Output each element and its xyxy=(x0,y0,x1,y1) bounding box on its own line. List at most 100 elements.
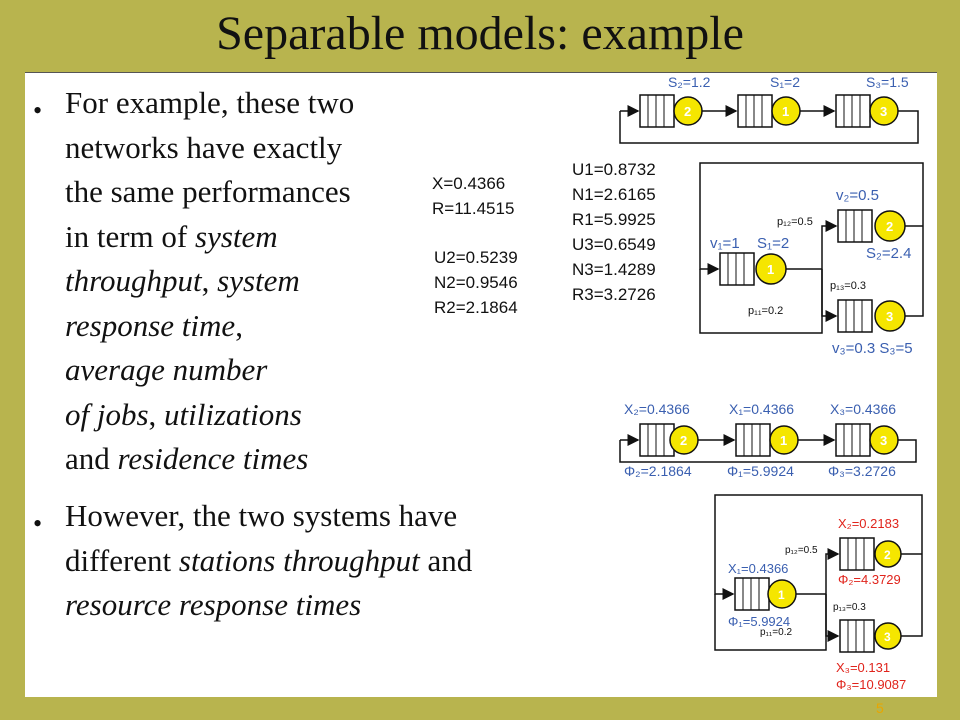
queue-icon xyxy=(839,619,875,653)
bullet1-line8: of jobs, utilizations xyxy=(65,393,302,438)
x3-label: X₃=0.131 xyxy=(836,660,890,675)
queue-icon xyxy=(837,209,873,243)
s1-label: S₁=2 xyxy=(757,235,789,252)
text-span: residence times xyxy=(117,441,309,476)
stat-r3: R3=3.2726 xyxy=(572,285,656,304)
stat-r2: R2=2.1864 xyxy=(434,298,518,317)
bullet1-line6: response time, xyxy=(65,304,243,349)
stat-r1: R1=5.9925 xyxy=(572,210,656,229)
p12-label: p₁₂=0.5 xyxy=(777,216,813,228)
text-span: stations throughput xyxy=(178,542,420,578)
text-span: system xyxy=(217,263,300,298)
stat-u3: U3=0.6549 xyxy=(572,235,656,254)
text-span: in term of xyxy=(65,218,195,254)
x2-label: X₂=0.2183 xyxy=(838,516,899,531)
v2-label: v₂=0.5 xyxy=(836,187,879,204)
bullet1-line4: in term of system xyxy=(65,215,278,260)
text-span: , xyxy=(148,396,165,432)
bullet1-line7: average number xyxy=(65,352,268,387)
queue-icon xyxy=(719,252,755,286)
bullet2-line2: different stations throughput and xyxy=(65,539,472,584)
x1-label: X₁=0.4366 xyxy=(729,401,794,417)
node-label: 3 xyxy=(880,104,887,119)
v1-label: v₁=1 xyxy=(710,235,740,252)
stat-u2: U2=0.5239 xyxy=(434,248,518,267)
diagram-branching-throughputs: X₂=0.2183 p₁₂=0.5 X₁=0.4366 Φ₂=4.3729 p₁… xyxy=(705,490,935,695)
p13-label: p₁₃=0.3 xyxy=(830,280,866,292)
queue-icon xyxy=(639,423,675,457)
text-span: utilizations xyxy=(164,396,302,432)
queue-icon xyxy=(839,537,875,571)
diagram-top-series: S₂=1.2 S₁=2 S₃=1.5 2 1 3 xyxy=(610,74,925,150)
node-label: 1 xyxy=(767,262,774,277)
v3-s3-label: v₃=0.3 S₃=5 xyxy=(832,340,913,357)
page-number: 5 xyxy=(876,700,884,716)
p11-label: p₁₁=0.2 xyxy=(760,627,792,638)
bullet1-line1: For example, these two xyxy=(65,85,355,120)
phi3-label: Φ₃=3.2726 xyxy=(828,463,896,479)
stat-u1: U1=0.8732 xyxy=(572,160,656,179)
node-label: 2 xyxy=(684,104,691,119)
stat-n3: N3=1.4289 xyxy=(572,260,656,279)
text-span: throughput xyxy=(65,263,202,298)
bullet-marker: • xyxy=(33,509,43,538)
text-span: , xyxy=(201,263,218,298)
node-label: 1 xyxy=(780,433,787,448)
queue-icon xyxy=(734,577,770,611)
bullet1-line2: networks have exactly xyxy=(65,129,343,165)
phi3-label: Φ₃=10.9087 xyxy=(836,677,906,692)
bullet2-line1: However, the two systems have xyxy=(65,498,458,533)
bullet-marker: • xyxy=(33,96,43,125)
p12-label: p₁₂=0.5 xyxy=(785,545,818,556)
x2-label: X₂=0.4366 xyxy=(624,401,690,417)
text-span: system xyxy=(195,218,278,254)
x1-label: X₁=0.4366 xyxy=(728,561,788,576)
text-span: of jobs xyxy=(65,396,149,432)
queue-icon xyxy=(737,94,773,128)
bullet1-line3: the same performances xyxy=(65,174,351,209)
node-label: 1 xyxy=(778,588,785,602)
diagram-branching: v₂=0.5 p₁₂=0.5 v₁=1 S₁=2 S₂=2.4 p₁₃=0.3 … xyxy=(695,160,935,360)
p13-label: p₁₃=0.3 xyxy=(833,602,866,613)
queue-icon xyxy=(835,94,871,128)
text-span: different xyxy=(65,542,179,578)
node-label: 3 xyxy=(884,630,891,644)
text-span: and xyxy=(419,542,473,578)
node-label: 2 xyxy=(884,548,891,562)
s2-label: S₂=1.2 xyxy=(668,74,711,90)
text-span: , xyxy=(235,307,243,343)
text-span: response time xyxy=(65,307,236,343)
node-label: 1 xyxy=(782,104,789,119)
stat-x: X=0.4366 xyxy=(432,174,506,193)
node-label: 3 xyxy=(886,309,893,324)
bullet1-line5: throughput, system xyxy=(65,259,300,304)
s3-label: S₃=1.5 xyxy=(866,74,909,90)
slide-title: Separable models: example xyxy=(216,7,744,60)
node-label: 2 xyxy=(680,433,687,448)
phi1-label: Φ₁=5.9924 xyxy=(728,614,790,629)
stat-n2: N2=0.9546 xyxy=(434,273,518,292)
queue-icon xyxy=(735,423,771,457)
node-label: 2 xyxy=(886,219,893,234)
stat-r: R=11.4515 xyxy=(432,199,515,218)
phi2-label: Φ₂=2.1864 xyxy=(624,463,692,479)
p11-label: p₁₁=0.2 xyxy=(748,305,783,317)
phi1-label: Φ₁=5.9924 xyxy=(727,463,794,479)
s1-label: S₁=2 xyxy=(770,74,800,90)
s2-label: S₂=2.4 xyxy=(866,245,911,262)
x3-label: X₃=0.4366 xyxy=(830,401,896,417)
bullet1-line9: and residence times xyxy=(65,437,308,482)
text-span: and xyxy=(65,441,118,476)
diagram-series-equivalent: X₂=0.4366 X₁=0.4366 X₃=0.4366 2 1 3 Φ₂=2… xyxy=(610,401,930,482)
queue-icon xyxy=(639,94,675,128)
node-label: 3 xyxy=(880,433,887,448)
bullet2-line3: resource response times xyxy=(65,587,362,622)
stat-n1: N1=2.6165 xyxy=(572,185,656,204)
phi2-label: Φ₂=4.3729 xyxy=(838,572,901,587)
queue-icon xyxy=(837,299,873,333)
queue-icon xyxy=(835,423,871,457)
